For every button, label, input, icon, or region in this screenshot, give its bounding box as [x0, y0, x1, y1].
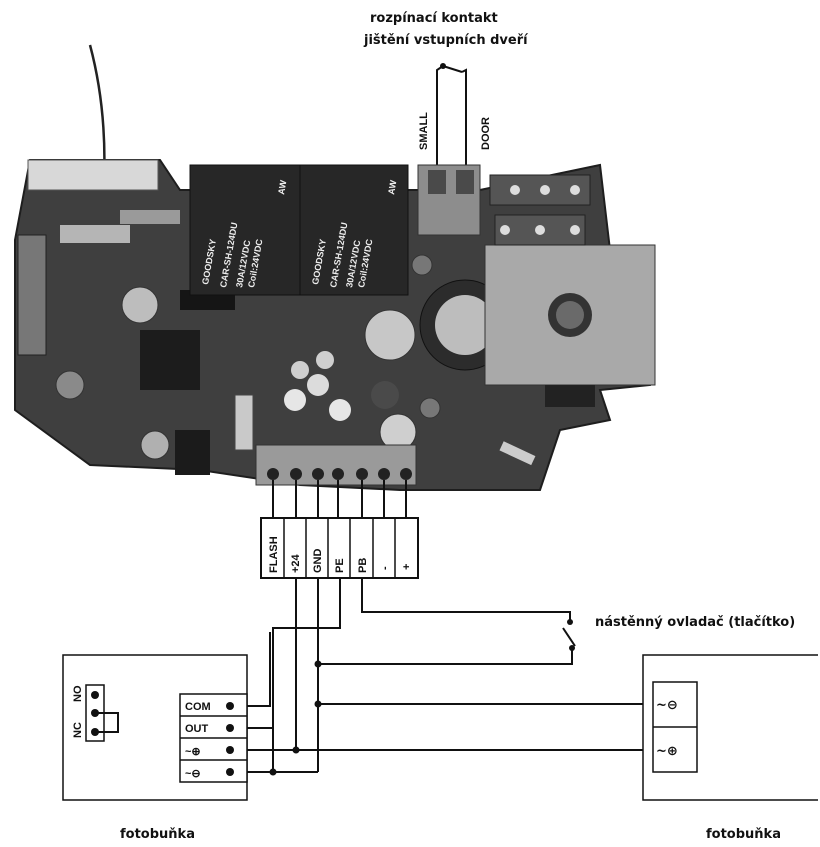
relay-2: GOODSKY CAR-SH-124DU 30A/12VDC Coil:24VD…: [299, 164, 409, 296]
photocell-left-com: COM: [185, 701, 211, 713]
photocell-left: NO NC COM OUT ~⊕ ~⊖: [62, 654, 248, 801]
door-contact-right-label: DOOR: [480, 117, 492, 150]
door-contact-title-line1: rozpínací kontakt: [370, 11, 498, 26]
photocell-right-ac-plus: ~⊕: [656, 744, 678, 759]
terminal-plus: +: [401, 564, 413, 570]
photocell-left-ac-plus: ~⊕: [185, 746, 201, 758]
terminal-label-block: FLASH +24 GND PE PB - +: [260, 517, 419, 579]
microcontroller-chip: [140, 330, 200, 390]
terminal-gnd: GND: [312, 549, 324, 574]
photocell-left-no-label: NO: [72, 685, 84, 702]
terminal-pe: PE: [334, 558, 346, 573]
photocell-left-caption: fotobuňka: [120, 827, 195, 842]
terminal-pb: PB: [357, 558, 369, 573]
photocell-right-ac-minus: ~⊖: [656, 698, 678, 713]
terminal-minus: -: [379, 566, 391, 570]
terminal-flash: FLASH: [268, 536, 280, 573]
door-contact-title-line2: jištění vstupních dveří: [363, 33, 529, 48]
wall-button-label: nástěnný ovladač (tlačítko): [595, 615, 795, 630]
photocell-left-nc-label: NC: [72, 722, 84, 738]
door-contact-switch: [436, 63, 467, 165]
door-contact-left-label: SMALL: [418, 112, 430, 150]
photocell-right-caption: fotobuňka: [706, 827, 781, 842]
terminal-plus24: +24: [290, 553, 302, 573]
wall-button-switch: [318, 578, 576, 665]
photocell-left-ac-minus: ~⊖: [185, 768, 201, 780]
relay-2-mark: AW: [386, 179, 398, 196]
relay-1: GOODSKY CAR-SH-124DU 30A/12VDC Coil:24VD…: [189, 164, 301, 296]
photocell-left-out: OUT: [185, 723, 209, 735]
board-screw-terminals: [255, 444, 417, 486]
control-board: [14, 159, 656, 491]
photocell-right: ~⊖ ~⊕: [642, 654, 818, 801]
relay-1-mark: AW: [276, 179, 288, 196]
